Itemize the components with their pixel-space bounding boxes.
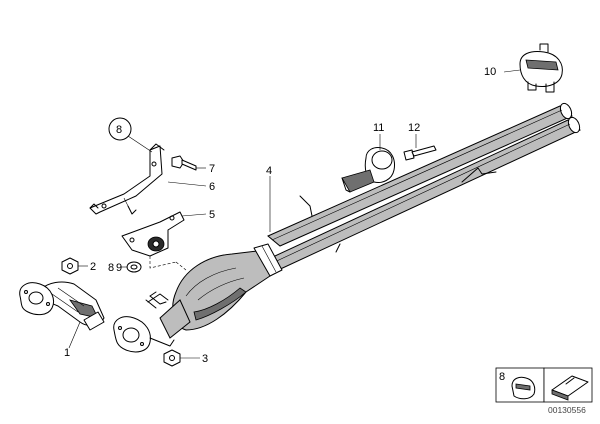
converter-hanger-rod bbox=[145, 295, 167, 309]
callout-10: 10 bbox=[484, 66, 496, 78]
callout-8-circled: 8 bbox=[116, 124, 122, 136]
main-catalytic-converter bbox=[147, 243, 283, 339]
callout-1: 1 bbox=[64, 347, 70, 359]
bolt-part-12 bbox=[403, 145, 437, 161]
inlet-flange bbox=[113, 316, 175, 353]
front-catalytic-converter bbox=[19, 281, 105, 331]
callout-11: 11 bbox=[373, 122, 384, 134]
nut-part-3 bbox=[163, 349, 181, 367]
callout-12: 12 bbox=[408, 122, 420, 134]
callout-5: 5 bbox=[209, 209, 215, 221]
drawing-number: 00130556 bbox=[548, 405, 586, 415]
callout-2: 2 bbox=[90, 261, 96, 273]
nut-part-2 bbox=[61, 257, 79, 275]
bolt-part-7 bbox=[171, 155, 206, 171]
spring-washer-part-9 bbox=[126, 261, 142, 273]
leader-lines bbox=[68, 69, 521, 359]
inset-callout-8: 8 bbox=[499, 371, 505, 383]
callout-circle-8 bbox=[108, 117, 132, 141]
callout-8-inline: 8 bbox=[108, 262, 114, 274]
rubber-mount-part-11 bbox=[341, 147, 395, 193]
callout-3: 3 bbox=[202, 353, 208, 365]
callout-9: 9 bbox=[116, 262, 122, 274]
callout-7: 7 bbox=[209, 163, 215, 175]
legend-inset: 8 bbox=[495, 367, 593, 403]
twin-exhaust-pipes bbox=[261, 102, 581, 273]
hanger-bracket-part-5 bbox=[121, 211, 187, 271]
pipe-clamp-part-10 bbox=[519, 43, 563, 93]
callout-4: 4 bbox=[266, 165, 272, 177]
callout-6: 6 bbox=[209, 181, 215, 193]
bracket-part-6 bbox=[89, 143, 165, 215]
